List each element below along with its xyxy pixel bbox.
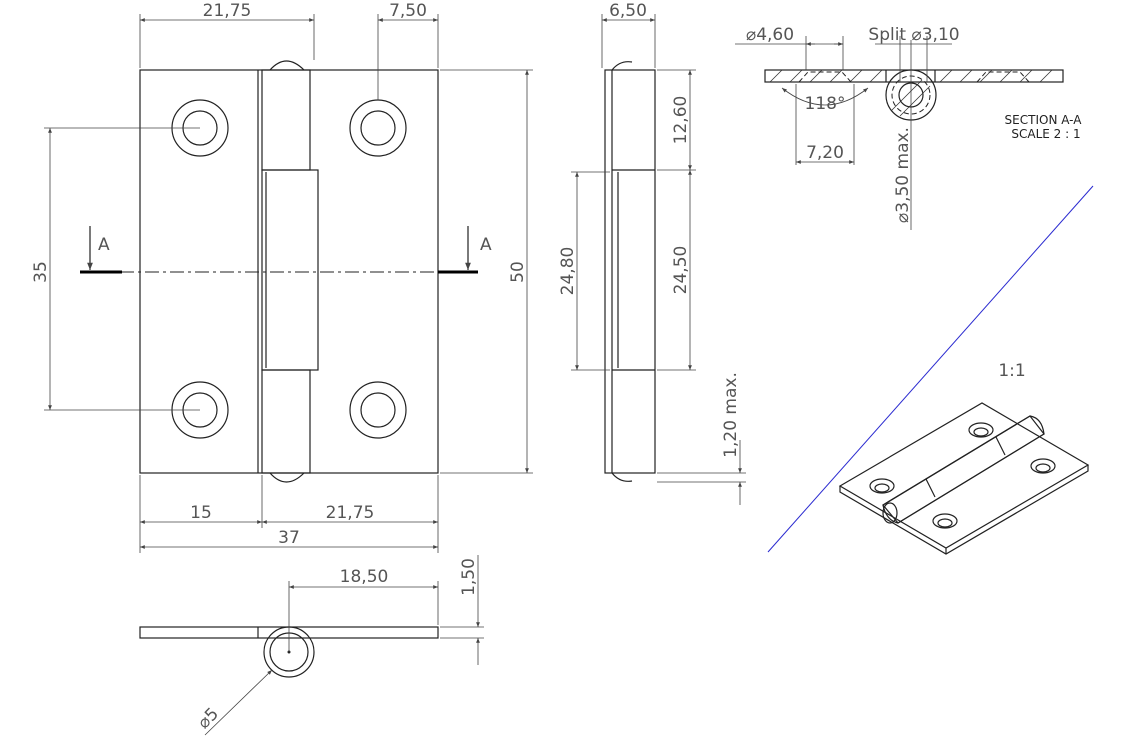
section-scale: SCALE 2 : 1 <box>1011 127 1080 141</box>
dim-hole-spacing: 35 <box>31 261 51 283</box>
dim-countersink-dia: ⌀4,60 <box>746 25 794 45</box>
dim-plate-thickness: 1,50 <box>459 558 479 596</box>
dim-bottom-right: 21,75 <box>326 503 375 523</box>
dim-top-right: 7,50 <box>389 1 427 21</box>
iso-scale: 1:1 <box>998 361 1025 381</box>
isometric-view: 1:1 <box>838 361 1090 555</box>
dim-thickness: 6,50 <box>609 1 647 21</box>
section-view: ⌀4,60 Split ⌀3,10 118° 7,20 ⌀3,50 max. S… <box>735 25 1082 230</box>
dim-knuckle-outer: 24,80 <box>558 247 578 296</box>
dim-knuckle-top: 12,60 <box>671 96 691 145</box>
dim-bottom-left: 15 <box>190 503 212 523</box>
dim-angle: 118° <box>805 94 846 114</box>
dim-cs-outer: 7,20 <box>806 143 844 163</box>
dim-split-dia: Split ⌀3,10 <box>868 25 959 45</box>
side-view: 6,50 12,60 24,50 24,80 1,20 max. <box>558 1 746 505</box>
mounting-holes <box>171 99 407 439</box>
dim-pin-offset: 18,50 <box>340 567 389 587</box>
dim-gap: 1,20 max. <box>721 372 741 458</box>
section-marker-left: A <box>98 235 110 255</box>
view-divider-line <box>767 185 1094 553</box>
dim-knuckle-middle: 24,50 <box>671 246 691 295</box>
section-title: SECTION A-A <box>1005 113 1083 127</box>
dim-knuckle-diameter: ⌀5 <box>194 704 223 733</box>
dim-top-left: 21,75 <box>203 1 252 21</box>
dim-pin-max: ⌀3,50 max. <box>893 127 913 223</box>
bottom-view: 18,50 1,50 ⌀5 <box>139 555 484 736</box>
front-view: A A 21,75 7,50 35 50 15 21,75 37 <box>31 1 533 553</box>
dim-height: 50 <box>508 261 528 283</box>
dim-total-width: 37 <box>278 528 300 548</box>
section-marker-right: A <box>480 235 492 255</box>
